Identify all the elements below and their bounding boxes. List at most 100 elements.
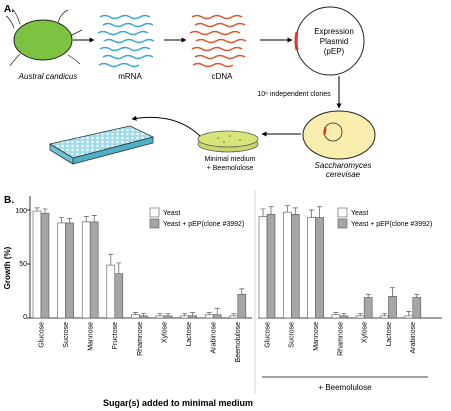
bar-p2-glucose-yeast: [258, 216, 268, 319]
organism-cell-icon: [5, 8, 83, 67]
error-bar-p1-glucose-yeast: [34, 207, 40, 212]
yeast-label-line1: Saccharomyces: [315, 161, 372, 170]
error-bar-p1-fructose-pep: [116, 262, 122, 274]
x-tick-label-p2-rhamnose: Rhamnose: [337, 322, 344, 356]
error-bar-p2-rhamnose-yeast: [333, 312, 339, 315]
bar-p1-fructose-pep: [114, 273, 124, 319]
plasmid-label-line1: Expression: [314, 27, 354, 36]
bar-p1-rhamnose-yeast: [131, 314, 140, 319]
bar-p2-xylose-yeast: [355, 315, 365, 319]
bar-p2-arabinose-pep: [412, 297, 422, 319]
bar-p2-sucrose-yeast: [282, 211, 292, 319]
bar-p1-beemolulose-yeast: [229, 315, 239, 319]
error-bar-p2-sucrose-pep: [292, 207, 298, 215]
bar-p1-beemolulose-pep: [237, 293, 247, 319]
plasmid-icon: [294, 6, 365, 76]
bar-p1-lactose-yeast: [180, 315, 189, 319]
legend-left-swatch-yeast: [149, 207, 160, 218]
bar-p1-glucose-yeast: [32, 210, 42, 319]
organism-name: Austral candicus: [18, 72, 78, 81]
bar-p1-xylose-pep: [163, 315, 173, 319]
x-tick-label-p1-rhamnose: Rhamnose: [137, 322, 144, 356]
bar-p1-xylose-yeast: [155, 315, 165, 319]
beemolulose-group-label: + Beemolulose: [318, 383, 372, 392]
x-tick-label-p2-arabinose: Arabinose: [410, 322, 417, 354]
x-tick-label-p1-lactose: Lactose: [186, 322, 193, 347]
error-bar-p2-lactose-yeast: [382, 313, 387, 316]
bar-p2-mannose-yeast: [307, 217, 316, 319]
error-bar-p1-sucrose-pep: [67, 218, 73, 223]
bar-p1-arabinose-yeast: [204, 314, 214, 319]
error-bar-p1-glucose-pep: [42, 208, 48, 214]
error-bar-p2-xylose-yeast: [357, 313, 363, 316]
error-bar-p1-fructose-yeast: [108, 253, 114, 266]
legend-left: Yeast Yeast + pEP(clone #3992): [149, 207, 244, 229]
legend-left-label-pep: Yeast + pEP(clone #3992): [163, 221, 244, 228]
error-bar-p2-mannose-yeast: [309, 209, 315, 218]
error-bar-p2-glucose-pep: [268, 206, 274, 215]
error-bar-p1-arabinose-pep: [214, 307, 220, 315]
error-bar-p1-sucrose-yeast: [59, 217, 65, 223]
medium-label-line2: + Beemolulose: [207, 165, 254, 172]
legend-left-label-yeast: Yeast: [163, 210, 180, 217]
bar-p2-rhamnose-pep: [339, 315, 349, 319]
bar-p1-lactose-pep: [188, 315, 197, 319]
error-bar-p2-glucose-yeast: [260, 208, 266, 217]
y-tick-label-0: 0: [23, 314, 27, 321]
yeast-cell-icon: [302, 110, 376, 160]
error-bar-p1-xylose-yeast: [157, 313, 163, 316]
error-bar-p1-arabinose-yeast: [206, 312, 212, 315]
x-tick-label-p2-lactose: Lactose: [386, 322, 393, 347]
bar-p2-arabinose-yeast: [404, 315, 414, 319]
x-tick-label-p1-sucrose: Sucrose: [63, 322, 70, 348]
y-tick-label-100: 100: [15, 208, 27, 215]
bar-p1-glucose-pep: [40, 212, 50, 319]
bar-p1-fructose-yeast: [106, 264, 116, 319]
legend-right-label-yeast: Yeast: [351, 210, 368, 217]
mrna-label: mRNA: [118, 72, 142, 81]
panel-b-label: B.: [4, 195, 14, 206]
petri-dish-icon: [197, 130, 259, 153]
error-bar-p1-rhamnose-pep: [140, 313, 146, 316]
bar-p2-glucose-pep: [266, 214, 276, 319]
error-bar-p1-lactose-yeast: [182, 313, 188, 316]
x-axis-label: Sugar(s) added to minimal medium: [103, 398, 253, 408]
y-tick-label-50: 50: [19, 261, 27, 268]
bar-p1-mannose-yeast: [81, 221, 91, 319]
error-bar-p1-mannose-pep: [91, 215, 97, 222]
bar-p2-mannose-pep: [315, 217, 324, 319]
x-tick-label-p1-glucose: Glucose: [38, 322, 45, 348]
bar-p1-rhamnose-pep: [139, 315, 148, 319]
bar-p1-sucrose-pep: [65, 222, 74, 319]
error-bar-p1-mannose-yeast: [83, 216, 89, 222]
error-bar-p2-rhamnose-pep: [341, 313, 347, 316]
x-tick-label-p2-sucrose: Sucrose: [289, 322, 296, 348]
x-tick-label-p1-xylose: Xylose: [161, 322, 168, 343]
cdna-label: cDNA: [212, 72, 234, 81]
error-bar-p1-xylose-pep: [165, 313, 171, 316]
y-axis-label: Growth (%): [3, 246, 12, 289]
panel-a: A. Austral candicus mRNA: [4, 4, 376, 179]
legend-right-swatch-pep: [337, 218, 348, 229]
bar-p2-xylose-pep: [363, 297, 373, 319]
bar-p2-sucrose-pep: [290, 214, 300, 319]
bar-p2-lactose-pep: [388, 296, 397, 319]
clones-label: 10⁶ independent clones: [257, 91, 331, 98]
bar-p1-sucrose-yeast: [57, 222, 66, 319]
plasmid-label-line2: Plasmid: [320, 37, 348, 46]
arrow-dish-to-plate: [131, 115, 201, 137]
error-bar-p2-arabinose-yeast: [406, 311, 412, 316]
well-plate-icon: [48, 125, 155, 165]
legend-right: Yeast Yeast + pEP(clone #3992): [337, 207, 432, 229]
error-bar-p1-rhamnose-yeast: [132, 312, 138, 315]
x-tick-label-p1-beemolulose: Beemolulose: [235, 322, 242, 363]
error-bar-p1-beemolulose-yeast: [231, 313, 237, 316]
legend-left-swatch-pep: [149, 218, 160, 229]
error-bar-p2-xylose-pep: [365, 293, 371, 298]
x-tick-label-p2-glucose: Glucose: [264, 322, 271, 348]
error-bar-p1-lactose-pep: [190, 312, 196, 316]
error-bar-p2-sucrose-yeast: [284, 205, 290, 213]
